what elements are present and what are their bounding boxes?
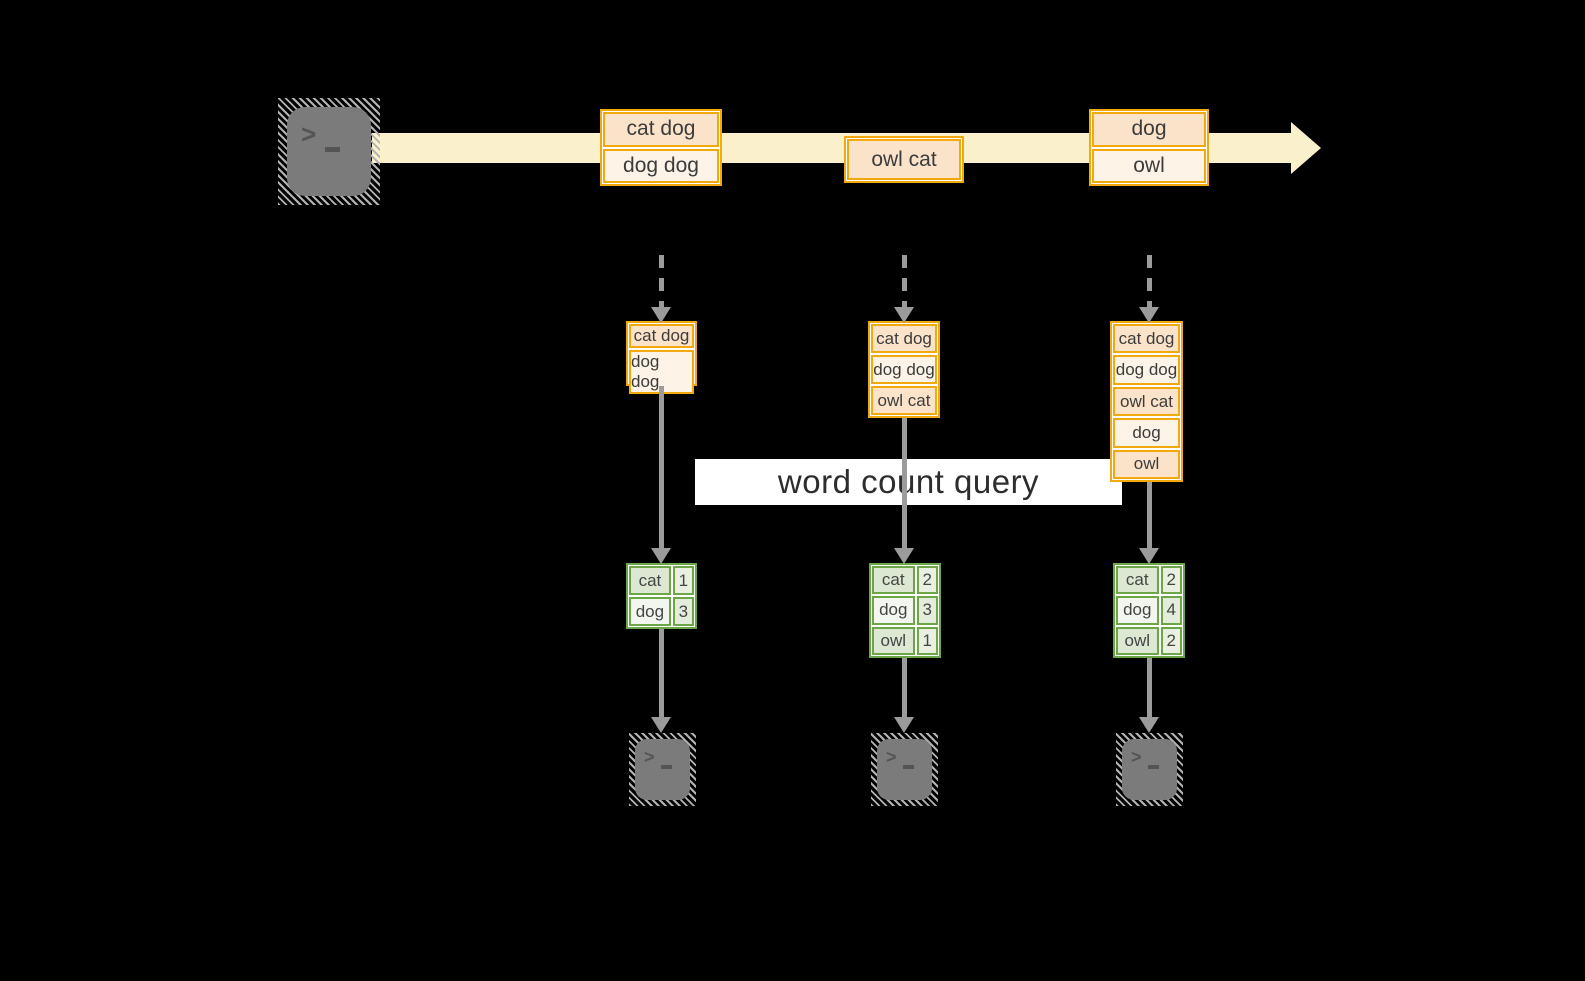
stack-item: dog dog [629, 350, 694, 394]
batch-item: dog [1092, 112, 1206, 147]
stack-item: dog dog [871, 355, 937, 384]
terminal-prompt-icon: > [301, 119, 317, 149]
flow-arrowhead-icon [651, 717, 671, 733]
table-row: dog 3 [629, 597, 694, 626]
batch-item: dog dog [603, 148, 719, 183]
stream-arrowhead-icon [1291, 122, 1321, 174]
stack-item: dog [1113, 418, 1180, 448]
dashed-arrow [902, 255, 907, 307]
flow-arrow [659, 629, 664, 717]
flow-arrowhead-icon [894, 717, 914, 733]
result-table-2: cat 2 dog 3 owl 1 [869, 563, 941, 658]
word-cell: owl [1116, 626, 1159, 655]
stack-item: owl cat [871, 386, 937, 415]
flow-arrow [1147, 482, 1152, 548]
terminal-screen: > [877, 739, 932, 800]
table-row: dog 4 [1116, 596, 1182, 625]
flow-arrowhead-icon [1139, 717, 1159, 733]
dashed-arrowhead-icon [651, 307, 671, 323]
dashed-arrow [659, 255, 664, 307]
table-row: cat 2 [872, 566, 938, 595]
micro-batch-stack-3: cat dog dog dog owl cat dog owl [1110, 321, 1183, 482]
count-cell: 2 [916, 566, 938, 595]
count-cell: 4 [1160, 596, 1182, 625]
word-cell: owl [872, 626, 915, 655]
result-table-1: cat 1 dog 3 [626, 563, 697, 629]
terminal-screen: > [287, 107, 371, 196]
flow-arrow [902, 658, 907, 717]
terminal-prompt-icon: > [1131, 747, 1142, 767]
terminal-cursor-icon [903, 765, 914, 769]
word-cell: dog [629, 597, 671, 626]
terminal-prompt-icon: > [644, 747, 655, 767]
count-cell: 3 [916, 596, 938, 625]
micro-batch-stack-2: cat dog dog dog owl cat [868, 321, 940, 418]
table-row: dog 3 [872, 596, 938, 625]
stack-item: owl cat [1113, 386, 1180, 417]
flow-arrowhead-icon [894, 548, 914, 564]
word-cell: dog [872, 596, 915, 625]
terminal-cursor-icon [325, 147, 340, 152]
flow-arrow [659, 386, 664, 548]
count-cell: 1 [916, 626, 938, 655]
table-row: cat 2 [1116, 566, 1182, 595]
dashed-arrowhead-icon [1139, 307, 1159, 323]
output-terminal-icon: > [1116, 733, 1183, 806]
batch-item: owl cat [847, 139, 961, 180]
stack-item: dog dog [1113, 355, 1180, 385]
terminal-prompt-icon: > [886, 747, 897, 767]
flow-arrow [902, 418, 907, 548]
word-cell: cat [872, 566, 915, 595]
word-cell: cat [629, 566, 671, 595]
terminal-cursor-icon [1148, 765, 1159, 769]
flow-arrow [1147, 658, 1152, 717]
word-cell: cat [1116, 566, 1159, 595]
output-terminal-icon: > [629, 733, 696, 806]
count-cell: 3 [672, 597, 694, 626]
table-row: cat 1 [629, 566, 694, 595]
word-cell: dog [1116, 596, 1159, 625]
batch-box-3: dog owl [1089, 109, 1209, 186]
table-row: owl 2 [1116, 626, 1182, 655]
stack-item: owl [1113, 449, 1180, 480]
micro-batch-stack-1: cat dog dog dog [626, 321, 697, 394]
dashed-arrowhead-icon [894, 307, 914, 323]
dashed-arrow [1147, 255, 1152, 307]
flow-arrowhead-icon [1139, 548, 1159, 564]
source-terminal-icon: > [278, 98, 380, 205]
batch-item: owl [1092, 148, 1206, 183]
stack-item: cat dog [871, 324, 937, 353]
batch-box-1: cat dog dog dog [600, 109, 722, 186]
stack-item: cat dog [629, 324, 694, 348]
flow-arrowhead-icon [651, 548, 671, 564]
result-table-3: cat 2 dog 4 owl 2 [1113, 563, 1185, 658]
batch-box-2: owl cat [844, 136, 964, 183]
count-cell: 1 [672, 566, 694, 595]
table-row: owl 1 [872, 626, 938, 655]
terminal-screen: > [1122, 739, 1177, 800]
terminal-screen: > [635, 739, 690, 800]
count-cell: 2 [1160, 566, 1182, 595]
batch-item: cat dog [603, 112, 719, 147]
stack-item: cat dog [1113, 324, 1180, 354]
word-count-query-label: word count query [695, 459, 1122, 505]
terminal-cursor-icon [661, 765, 672, 769]
output-terminal-icon: > [871, 733, 938, 806]
count-cell: 2 [1160, 626, 1182, 655]
